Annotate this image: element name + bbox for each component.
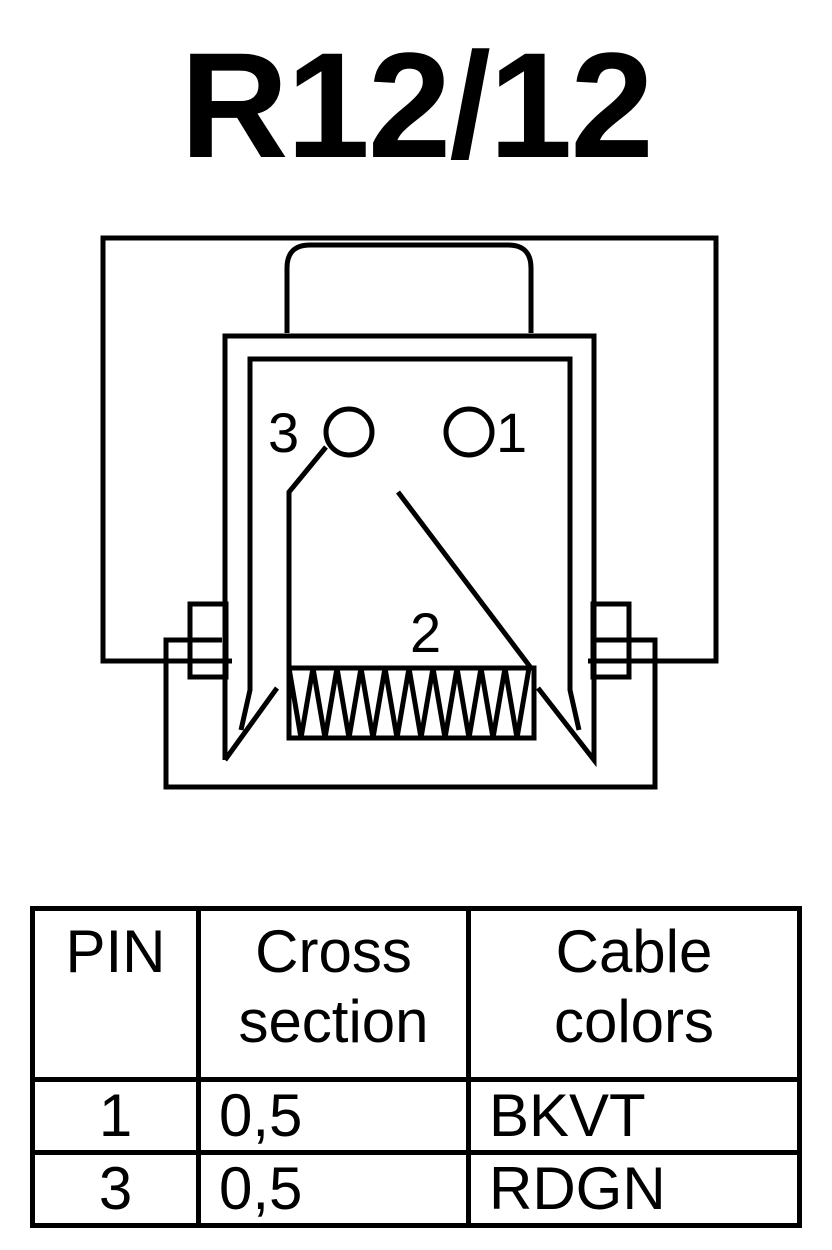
pin-label-1: 1	[496, 401, 527, 464]
table-header-row: PIN Cross section Cable colors	[30, 906, 802, 1082]
connector-title: R12/12	[180, 21, 654, 189]
cell-cable-colors: BKVT	[466, 1077, 802, 1155]
table-row: 1 0,5 BKVT	[30, 1077, 802, 1155]
pin-3-wire	[286, 445, 328, 668]
connector-diagram: 3 1 2	[100, 235, 719, 790]
inner-frame	[238, 356, 582, 731]
spring-zigzag	[286, 667, 532, 739]
cell-pin: 1	[30, 1077, 201, 1155]
pin-3-hole	[323, 406, 375, 458]
pin-label-2: 2	[410, 601, 441, 664]
cell-cross-section: 0,5	[196, 1077, 471, 1155]
cell-pin: 3	[30, 1150, 201, 1228]
left-prong	[222, 686, 280, 762]
table-row: 3 0,5 RDGN	[30, 1150, 802, 1228]
pin-assignment-table: PIN Cross section Cable colors 1 0,5 BKV…	[30, 906, 802, 1228]
header-cable-colors: Cable colors	[466, 906, 802, 1082]
header-cross-section: Cross section	[196, 906, 471, 1082]
header-pin: PIN	[30, 906, 201, 1082]
pin-1-hole	[443, 406, 495, 458]
cell-cable-colors: RDGN	[466, 1150, 802, 1228]
pin-label-3: 3	[268, 401, 299, 464]
cell-cross-section: 0,5	[196, 1150, 471, 1228]
outer-housing	[100, 235, 719, 664]
outer-frame	[222, 333, 597, 768]
top-tab	[284, 242, 534, 333]
pin-2-wire	[396, 490, 533, 670]
base-frame	[163, 637, 658, 790]
